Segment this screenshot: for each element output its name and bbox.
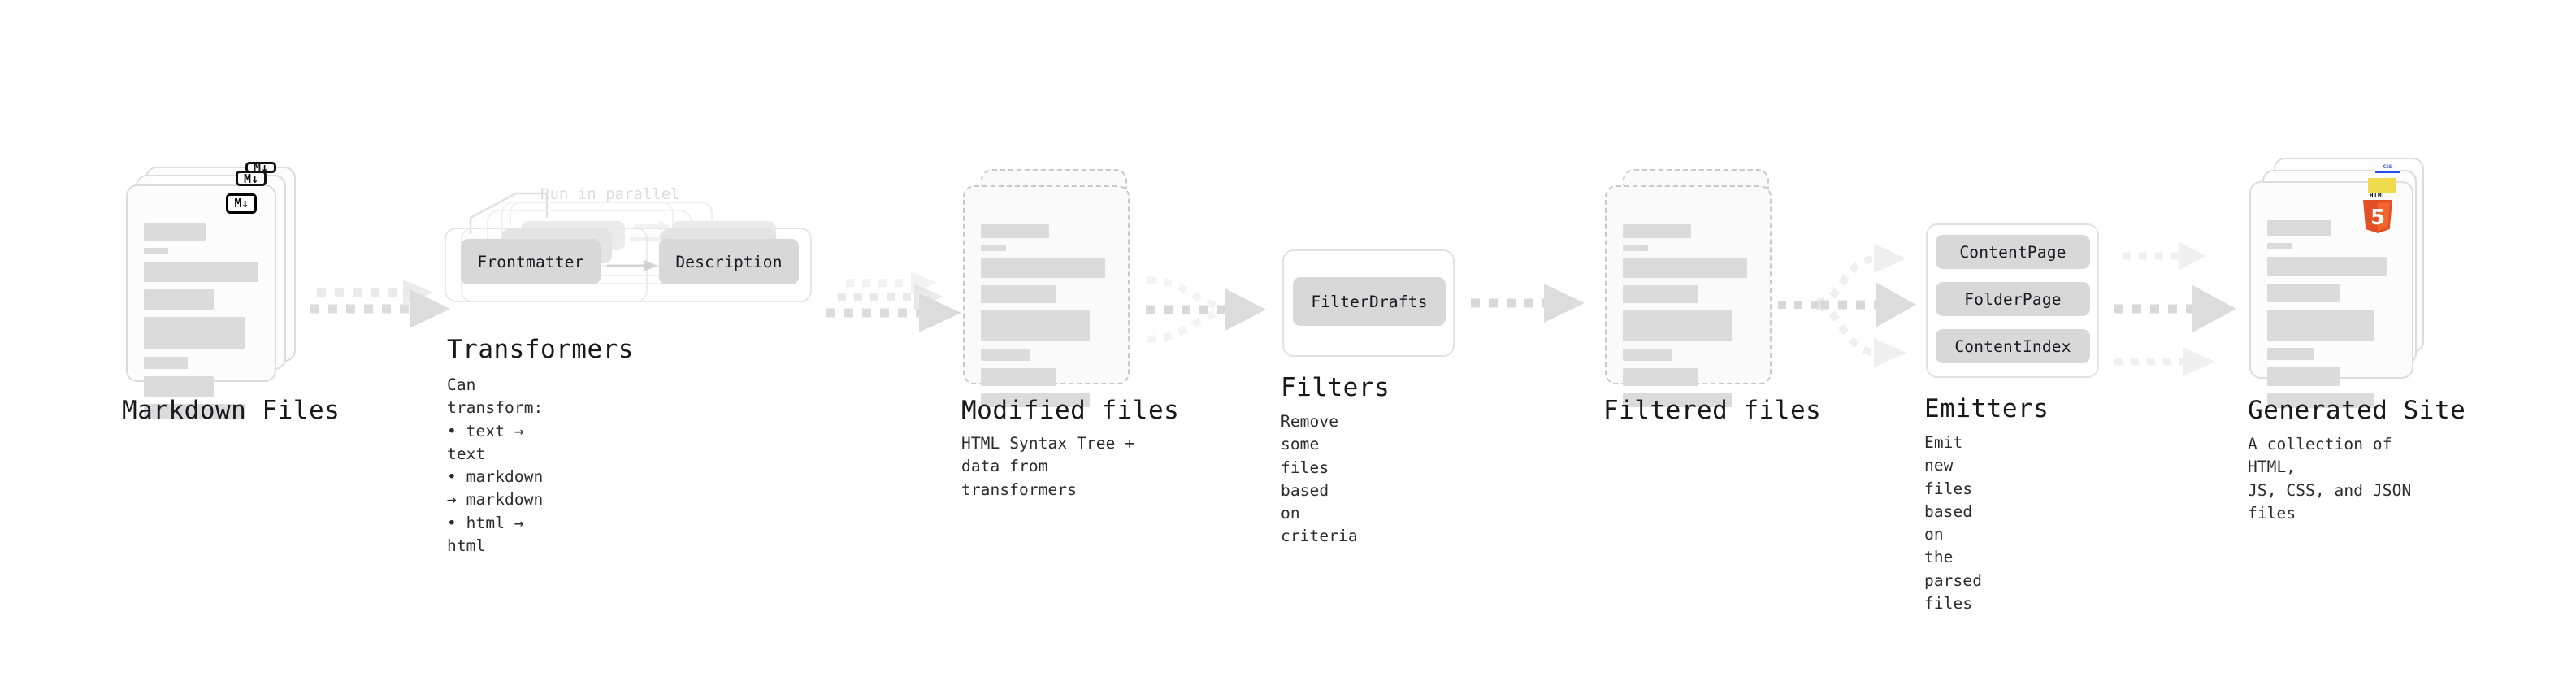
transformer-inner-arrow xyxy=(607,260,657,271)
stage-modified-files: Modified files HTML Syntax Tree + data f… xyxy=(961,163,1179,499)
stage-markdown-files: M↓ M↓ M↓ Markdown Files xyxy=(122,162,340,425)
doc-bar xyxy=(981,310,1090,341)
stage-title-markdown-files: Markdown Files xyxy=(122,396,340,425)
stage-title-filtered-files: Filtered files xyxy=(1603,396,1822,425)
markdown-badge-label: M↓ xyxy=(234,196,249,210)
connector-filtered-to-emitters xyxy=(1778,244,1916,367)
markdown-file-stack: M↓ M↓ M↓ xyxy=(126,162,301,419)
transformer-node-label: Frontmatter xyxy=(477,252,584,271)
doc-bar xyxy=(2267,284,2341,302)
connector-modified-to-filters xyxy=(1146,276,1266,343)
markdown-card-front xyxy=(126,184,276,419)
markdown-badge-label: M↓ xyxy=(243,171,259,186)
stage-title-generated-site: Generated Site xyxy=(2248,396,2466,425)
markdown-badge-label: M↓ xyxy=(253,162,269,173)
doc-bar xyxy=(2267,243,2292,249)
html5-shield: 5 xyxy=(2363,199,2392,233)
css-badge-label: CSS xyxy=(2383,164,2392,170)
modified-card-front xyxy=(963,185,1130,407)
doc-bar xyxy=(144,357,188,369)
doc-bar xyxy=(1623,224,1691,238)
emitter-node-label: ContentIndex xyxy=(1954,336,2071,356)
doc-bar xyxy=(1623,258,1747,278)
doc-bar xyxy=(1623,349,1673,361)
modified-file-stack xyxy=(963,163,1138,407)
doc-bar xyxy=(2267,310,2374,340)
filtered-card-front xyxy=(1605,185,1772,407)
markdown-card-lines xyxy=(144,223,258,426)
doc-bar xyxy=(981,368,1057,386)
doc-bar xyxy=(144,248,168,254)
doc-bar xyxy=(981,245,1006,251)
transformer-box-front xyxy=(445,228,812,302)
doc-bar xyxy=(144,404,245,419)
transformer-node-frontmatter[interactable]: Frontmatter xyxy=(461,239,601,284)
css-badge-icon: CSS xyxy=(2375,163,2400,173)
connector-md-to-transformers xyxy=(310,280,450,328)
doc-bar xyxy=(144,289,214,310)
doc-bar xyxy=(144,223,206,241)
filters-box xyxy=(1282,249,1455,357)
html5-badge-number: 5 xyxy=(2370,206,2385,230)
stage-title-filters: Filters xyxy=(1281,373,1390,402)
filter-node-filterdrafts[interactable]: FilterDrafts xyxy=(1293,277,1446,326)
filtered-card-lines xyxy=(1623,224,1754,414)
transformer-node-description[interactable]: Description xyxy=(659,239,799,284)
doc-bar xyxy=(1623,285,1699,303)
markdown-badge-back-1: M↓ xyxy=(236,171,267,186)
stage-filtered-files: Filtered files xyxy=(1603,163,1821,425)
transformer-node-label: Description xyxy=(675,252,783,271)
site-card-front xyxy=(2249,181,2413,408)
doc-bar xyxy=(144,376,214,397)
doc-bar xyxy=(981,258,1105,278)
doc-bar xyxy=(1623,368,1699,386)
stage-title-emitters: Emitters xyxy=(1924,394,2049,423)
doc-bar xyxy=(981,349,1031,361)
doc-bar xyxy=(981,224,1049,238)
doc-bar xyxy=(144,317,245,349)
html5-badge-sublabel: HTML xyxy=(2369,192,2387,199)
emitter-node-label: FolderPage xyxy=(1964,289,2062,309)
doc-bar xyxy=(1623,310,1732,341)
doc-bar xyxy=(1623,393,1732,407)
connector-transformers-to-modified xyxy=(826,271,961,332)
stage-title-transformers: Transformers xyxy=(447,335,634,364)
html5-badge-icon: HTML 5 xyxy=(2361,193,2395,235)
site-card-lines xyxy=(2267,220,2396,415)
doc-bar xyxy=(2267,348,2315,360)
emitter-node-contentindex[interactable]: ContentIndex xyxy=(1936,329,2090,363)
emitter-node-contentpage[interactable]: ContentPage xyxy=(1936,235,2090,269)
stage-desc-filters: Remove some files based on criteria xyxy=(1281,412,1358,546)
filtered-file-stack xyxy=(1605,163,1780,407)
js-badge-icon xyxy=(2368,178,2396,193)
filter-node-label: FilterDrafts xyxy=(1311,292,1428,311)
stage-title-modified-files: Modified files xyxy=(961,396,1180,425)
doc-bar xyxy=(2267,257,2387,276)
stage-generated-site: CSS HTML 5 Generated Site A collection o xyxy=(2248,158,2465,523)
doc-bar xyxy=(144,262,258,282)
markdown-badge-icon: M↓ xyxy=(226,193,257,214)
connector-emitters-to-site xyxy=(2114,242,2236,376)
emitter-node-folderpage[interactable]: FolderPage xyxy=(1936,282,2090,316)
modified-card-lines xyxy=(981,224,1112,414)
doc-bar xyxy=(2267,393,2374,408)
stage-desc-emitters: Emit new files based on the parsed files xyxy=(1924,433,1983,613)
stage-desc-generated-site: A collection of HTML, JS, CSS, and JSON … xyxy=(2248,435,2412,523)
emitters-box xyxy=(1926,223,2099,378)
emitter-node-label: ContentPage xyxy=(1959,242,2066,262)
stage-desc-modified-files: HTML Syntax Tree + data from transformer… xyxy=(961,434,1135,499)
stage-desc-transformers: Can transform: • text → text • markdown … xyxy=(447,375,544,555)
generated-site-stack: CSS HTML 5 xyxy=(2249,158,2436,408)
parallel-label: Run in parallel xyxy=(540,185,680,203)
doc-bar xyxy=(2267,220,2331,236)
connector-filters-to-filtered xyxy=(1471,284,1585,323)
doc-bar xyxy=(2267,367,2341,386)
doc-bar xyxy=(981,393,1090,407)
doc-bar xyxy=(981,285,1057,303)
doc-bar xyxy=(1623,245,1648,251)
